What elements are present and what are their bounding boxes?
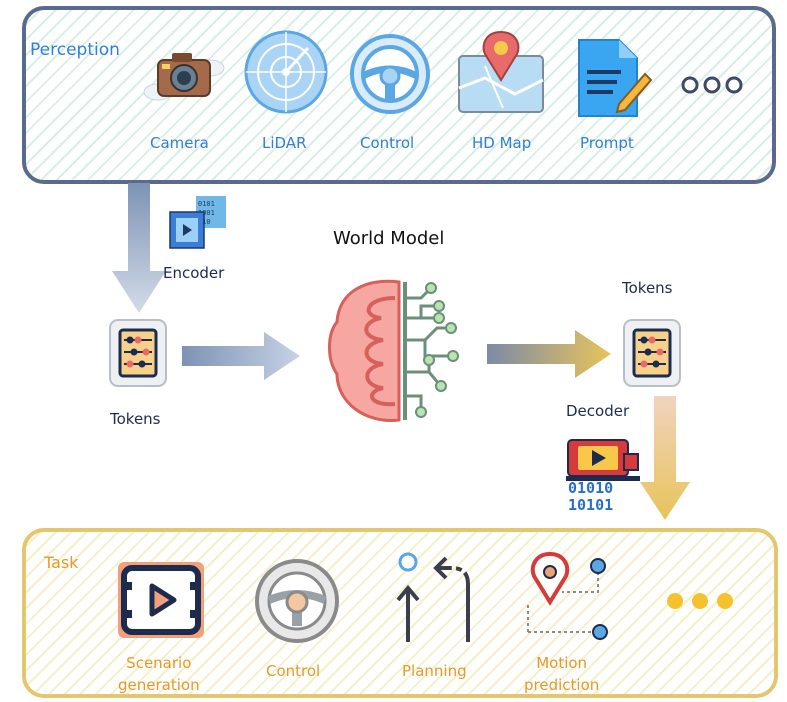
task-item-scenario: Scenario generation: [118, 652, 200, 696]
world-model-title: World Model: [333, 228, 445, 249]
perception-item-control: Control: [360, 134, 415, 152]
brain-circuit-icon: [328, 279, 459, 422]
binary-bottom: 10101: [568, 496, 614, 514]
output-tokens-label: Tokens: [622, 279, 673, 297]
encode-down-arrow: [112, 183, 166, 313]
task-label: Task: [44, 553, 79, 572]
task-motion-line2: prediction: [524, 676, 600, 694]
task-motion-line1: Motion: [536, 654, 588, 672]
perception-item-camera: Camera: [150, 134, 209, 152]
binary-top: 01010: [568, 479, 614, 497]
encoder-label: Encoder: [163, 264, 225, 282]
decoder-video-icon: [566, 439, 640, 481]
document-icon: [578, 39, 653, 117]
decoder-label: Decoder: [566, 402, 630, 420]
ellipsis-icon: [667, 593, 733, 609]
binary-code: 01010 10101: [568, 480, 613, 514]
route-pin-icon: [527, 551, 608, 640]
input-tokens-label: Tokens: [110, 410, 161, 428]
task-item-motion: Motion prediction: [524, 652, 599, 696]
steering-wheel-icon: [255, 559, 339, 643]
svg-text:1001: 1001: [198, 209, 215, 217]
turn-arrows-icon: [396, 552, 470, 642]
task-item-planning: Planning: [402, 662, 467, 680]
video-play-icon: [118, 562, 204, 638]
task-scenario-line1: Scenario: [126, 654, 192, 672]
map-pin-icon: [458, 30, 544, 113]
task-scenario-line2: generation: [118, 676, 200, 694]
camera-icon: [143, 53, 225, 101]
perception-item-hdmap: HD Map: [472, 134, 532, 152]
tokens-abacus-icon: [109, 319, 167, 387]
steering-wheel-icon: [350, 34, 430, 114]
encoder-icon: 0101 1001 010: [169, 196, 226, 249]
tokens-abacus-icon: [623, 319, 681, 387]
svg-text:0101: 0101: [198, 200, 215, 208]
output-right-arrow: [487, 330, 611, 378]
perception-label: Perception: [30, 40, 120, 60]
perception-item-prompt: Prompt: [580, 134, 634, 152]
input-right-arrow: [182, 332, 300, 380]
lidar-icon: [244, 30, 328, 114]
task-item-control: Control: [266, 662, 321, 680]
perception-item-lidar: LiDAR: [262, 134, 307, 152]
decode-down-arrow: [640, 396, 690, 520]
ellipsis-icon: [681, 76, 743, 94]
